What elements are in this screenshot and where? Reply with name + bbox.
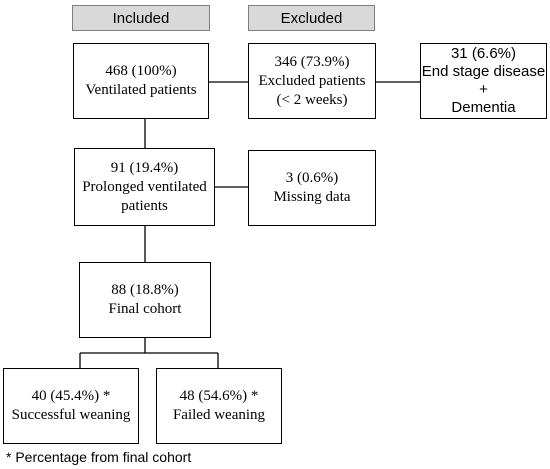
node-label: Successful weaning [11,407,131,423]
node-label-line2: patients [121,197,168,214]
node-count: 468 (100%) [105,63,177,79]
node-count: 48 (54.6%) * [179,388,259,404]
node-count: 40 (45.4%) * [31,388,111,404]
node-label-line2: Dementia [451,99,516,116]
node-label: Final cohort [108,301,182,317]
node-successful-weaning: 40 (45.4%) * Successful weaning [3,368,139,444]
header-excluded-label: Excluded [280,9,343,27]
node-ventilated-patients: 468 (100%) Ventilated patients [73,43,209,119]
footnote: * Percentage from final cohort [6,449,192,465]
node-count: 91 (19.4%) [110,159,179,176]
header-included: Included [72,5,210,31]
node-label-line1: Prolonged ventilated [82,178,207,195]
node-label: Failed weaning [172,407,266,423]
node-prolonged-ventilated: 91 (19.4%) Prolonged ventilated patients [74,148,215,226]
node-label-line1: Excluded patients [258,72,366,89]
node-failed-weaning: 48 (54.6%) * Failed weaning [156,368,282,444]
header-included-label: Included [112,9,170,27]
node-final-cohort: 88 (18.8%) Final cohort [79,262,211,338]
node-label: Missing data [273,189,351,205]
node-label: Ventilated patients [85,82,197,98]
node-count: 3 (0.6%) [285,170,339,186]
node-count: 88 (18.8%) [111,282,179,298]
node-excluded-patients: 346 (73.9%) Excluded patients (< 2 weeks… [248,43,376,119]
node-missing-data: 3 (0.6%) Missing data [248,150,376,226]
node-end-stage-dementia: 31 (6.6%) End stage disease + Dementia [420,43,547,119]
node-count: 346 (73.9%) [274,53,350,70]
node-count: 31 (6.6%) [450,45,517,62]
node-label-line1: End stage disease + [421,63,546,98]
node-label-line2: (< 2 weeks) [276,91,348,108]
header-excluded: Excluded [248,5,375,31]
